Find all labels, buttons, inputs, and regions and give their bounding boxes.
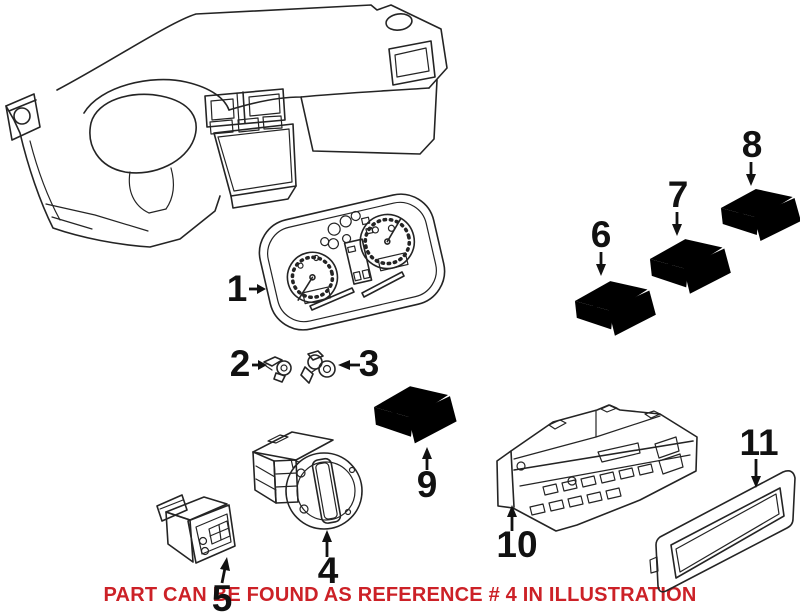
callout-11: 11 [739,422,779,488]
callout-4: 4 [318,530,339,591]
rocker-switch-7-drawing [649,239,731,294]
callout-2: 2 [230,343,267,384]
bulb-socket-3-drawing [300,350,336,384]
callout-6-label: 6 [591,214,612,255]
callout-4-arrow [322,530,332,542]
callout-7-label: 7 [668,174,689,215]
callout-10: 10 [496,505,538,565]
rocker-switch-9-drawing [373,386,457,444]
headlight-switch-drawing [252,431,363,530]
callout-8: 8 [742,124,763,186]
callout-1: 1 [227,268,266,309]
callout-11-label: 11 [739,422,778,463]
trim-bezel-drawing [649,470,796,593]
callout-1-label: 1 [227,268,248,309]
rocker-switch-6-drawing [574,281,656,336]
callout-3-label: 3 [359,343,380,384]
callout-4-label: 4 [318,550,339,591]
callout-8-label: 8 [742,124,763,165]
rocker-switch-8-drawing [720,189,800,241]
bulb-socket-2-drawing [263,356,292,383]
callout-11-arrow [751,476,761,488]
callout-10-label: 10 [496,524,537,565]
callout-9-label: 9 [417,464,438,505]
callout-5-arrow [220,557,230,571]
callout-6-arrow [596,264,606,276]
callout-9-arrow [422,447,432,459]
callout-7-arrow [672,224,682,236]
callout-5-label: 5 [212,578,233,614]
reference-note: PART CAN BE FOUND AS REFERENCE # 4 IN IL… [103,584,697,606]
callout-3: 3 [338,343,379,384]
callout-8-arrow [746,174,756,186]
callout-7: 7 [668,174,689,236]
callout-9: 9 [417,447,438,505]
callout-6: 6 [591,214,612,276]
instrument-cluster-drawing [258,193,446,331]
callout-5: 5 [212,557,233,614]
callout-1-arrow [257,284,266,294]
climate-control-drawing [496,404,698,532]
callout-2-arrow [258,360,267,370]
dashboard-drawing [5,4,448,248]
callout-3-arrow [338,360,350,370]
callout-2-label: 2 [230,343,251,384]
switch-5-drawing [156,494,236,564]
callout-10-arrow [507,505,517,517]
